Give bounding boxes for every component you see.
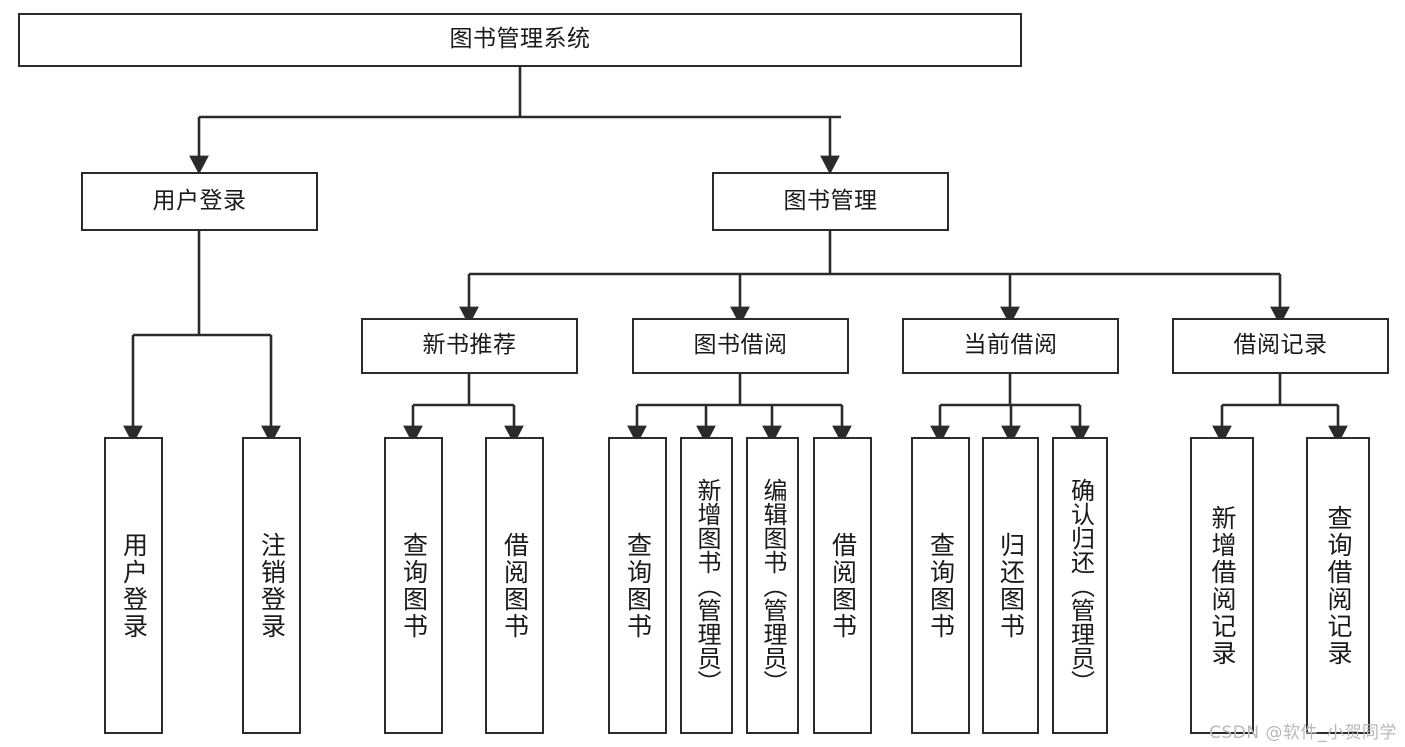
node-user-login-label: 用户登录 — [152, 187, 247, 214]
node-leaf-user-login[interactable]: 用户登录 — [104, 437, 163, 734]
node-leaf-logout-label: 注销登录 — [257, 531, 287, 640]
node-current-borrow-label: 当前借阅 — [963, 332, 1058, 359]
node-leaf-borrow-book-2-label: 借阅图书 — [828, 531, 858, 640]
node-leaf-logout[interactable]: 注销登录 — [242, 437, 301, 734]
node-root[interactable]: 图书管理系统 — [18, 13, 1022, 67]
node-book-manage[interactable]: 图书管理 — [712, 172, 949, 231]
node-leaf-edit-book-label: 编辑图书（管理员） — [758, 477, 787, 694]
node-leaf-add-book-label: 新增图书（管理员） — [692, 477, 721, 694]
node-leaf-query-book-3-label: 查询图书 — [926, 531, 956, 640]
csdn-watermark: CSDN @软件_小贺同学 — [1209, 723, 1397, 743]
node-leaf-borrow-book-2[interactable]: 借阅图书 — [813, 437, 872, 734]
node-current-borrow[interactable]: 当前借阅 — [902, 318, 1119, 374]
node-leaf-return-book[interactable]: 归还图书 — [982, 437, 1039, 734]
node-book-borrow-label: 图书借阅 — [693, 332, 788, 359]
node-new-book-rec-label: 新书推荐 — [422, 332, 517, 359]
node-leaf-query-book-2-label: 查询图书 — [623, 531, 653, 640]
node-book-borrow[interactable]: 图书借阅 — [632, 318, 849, 374]
node-leaf-return-book-label: 归还图书 — [996, 531, 1026, 640]
node-borrow-record-label: 借阅记录 — [1233, 332, 1328, 359]
node-leaf-confirm-return-label: 确认归还（管理员） — [1066, 477, 1095, 694]
node-root-label: 图书管理系统 — [449, 26, 591, 53]
node-leaf-query-record[interactable]: 查询借阅记录 — [1306, 437, 1370, 734]
node-leaf-user-login-label: 用户登录 — [119, 531, 149, 640]
node-borrow-record[interactable]: 借阅记录 — [1172, 318, 1389, 374]
node-leaf-edit-book[interactable]: 编辑图书（管理员） — [746, 437, 799, 734]
node-new-book-rec[interactable]: 新书推荐 — [361, 318, 578, 374]
node-leaf-add-book[interactable]: 新增图书（管理员） — [680, 437, 733, 734]
node-leaf-add-record-label: 新增借阅记录 — [1208, 504, 1237, 667]
node-user-login[interactable]: 用户登录 — [81, 172, 318, 231]
node-leaf-query-book-2[interactable]: 查询图书 — [608, 437, 667, 734]
node-leaf-borrow-book-1[interactable]: 借阅图书 — [485, 437, 544, 734]
node-leaf-query-book-1[interactable]: 查询图书 — [384, 437, 443, 734]
node-leaf-query-book-3[interactable]: 查询图书 — [911, 437, 970, 734]
node-leaf-confirm-return[interactable]: 确认归还（管理员） — [1052, 437, 1108, 734]
node-leaf-query-book-1-label: 查询图书 — [399, 531, 429, 640]
node-leaf-borrow-book-1-label: 借阅图书 — [500, 531, 530, 640]
node-book-manage-label: 图书管理 — [783, 187, 878, 214]
node-leaf-add-record[interactable]: 新增借阅记录 — [1190, 437, 1254, 734]
node-leaf-query-record-label: 查询借阅记录 — [1324, 504, 1353, 667]
